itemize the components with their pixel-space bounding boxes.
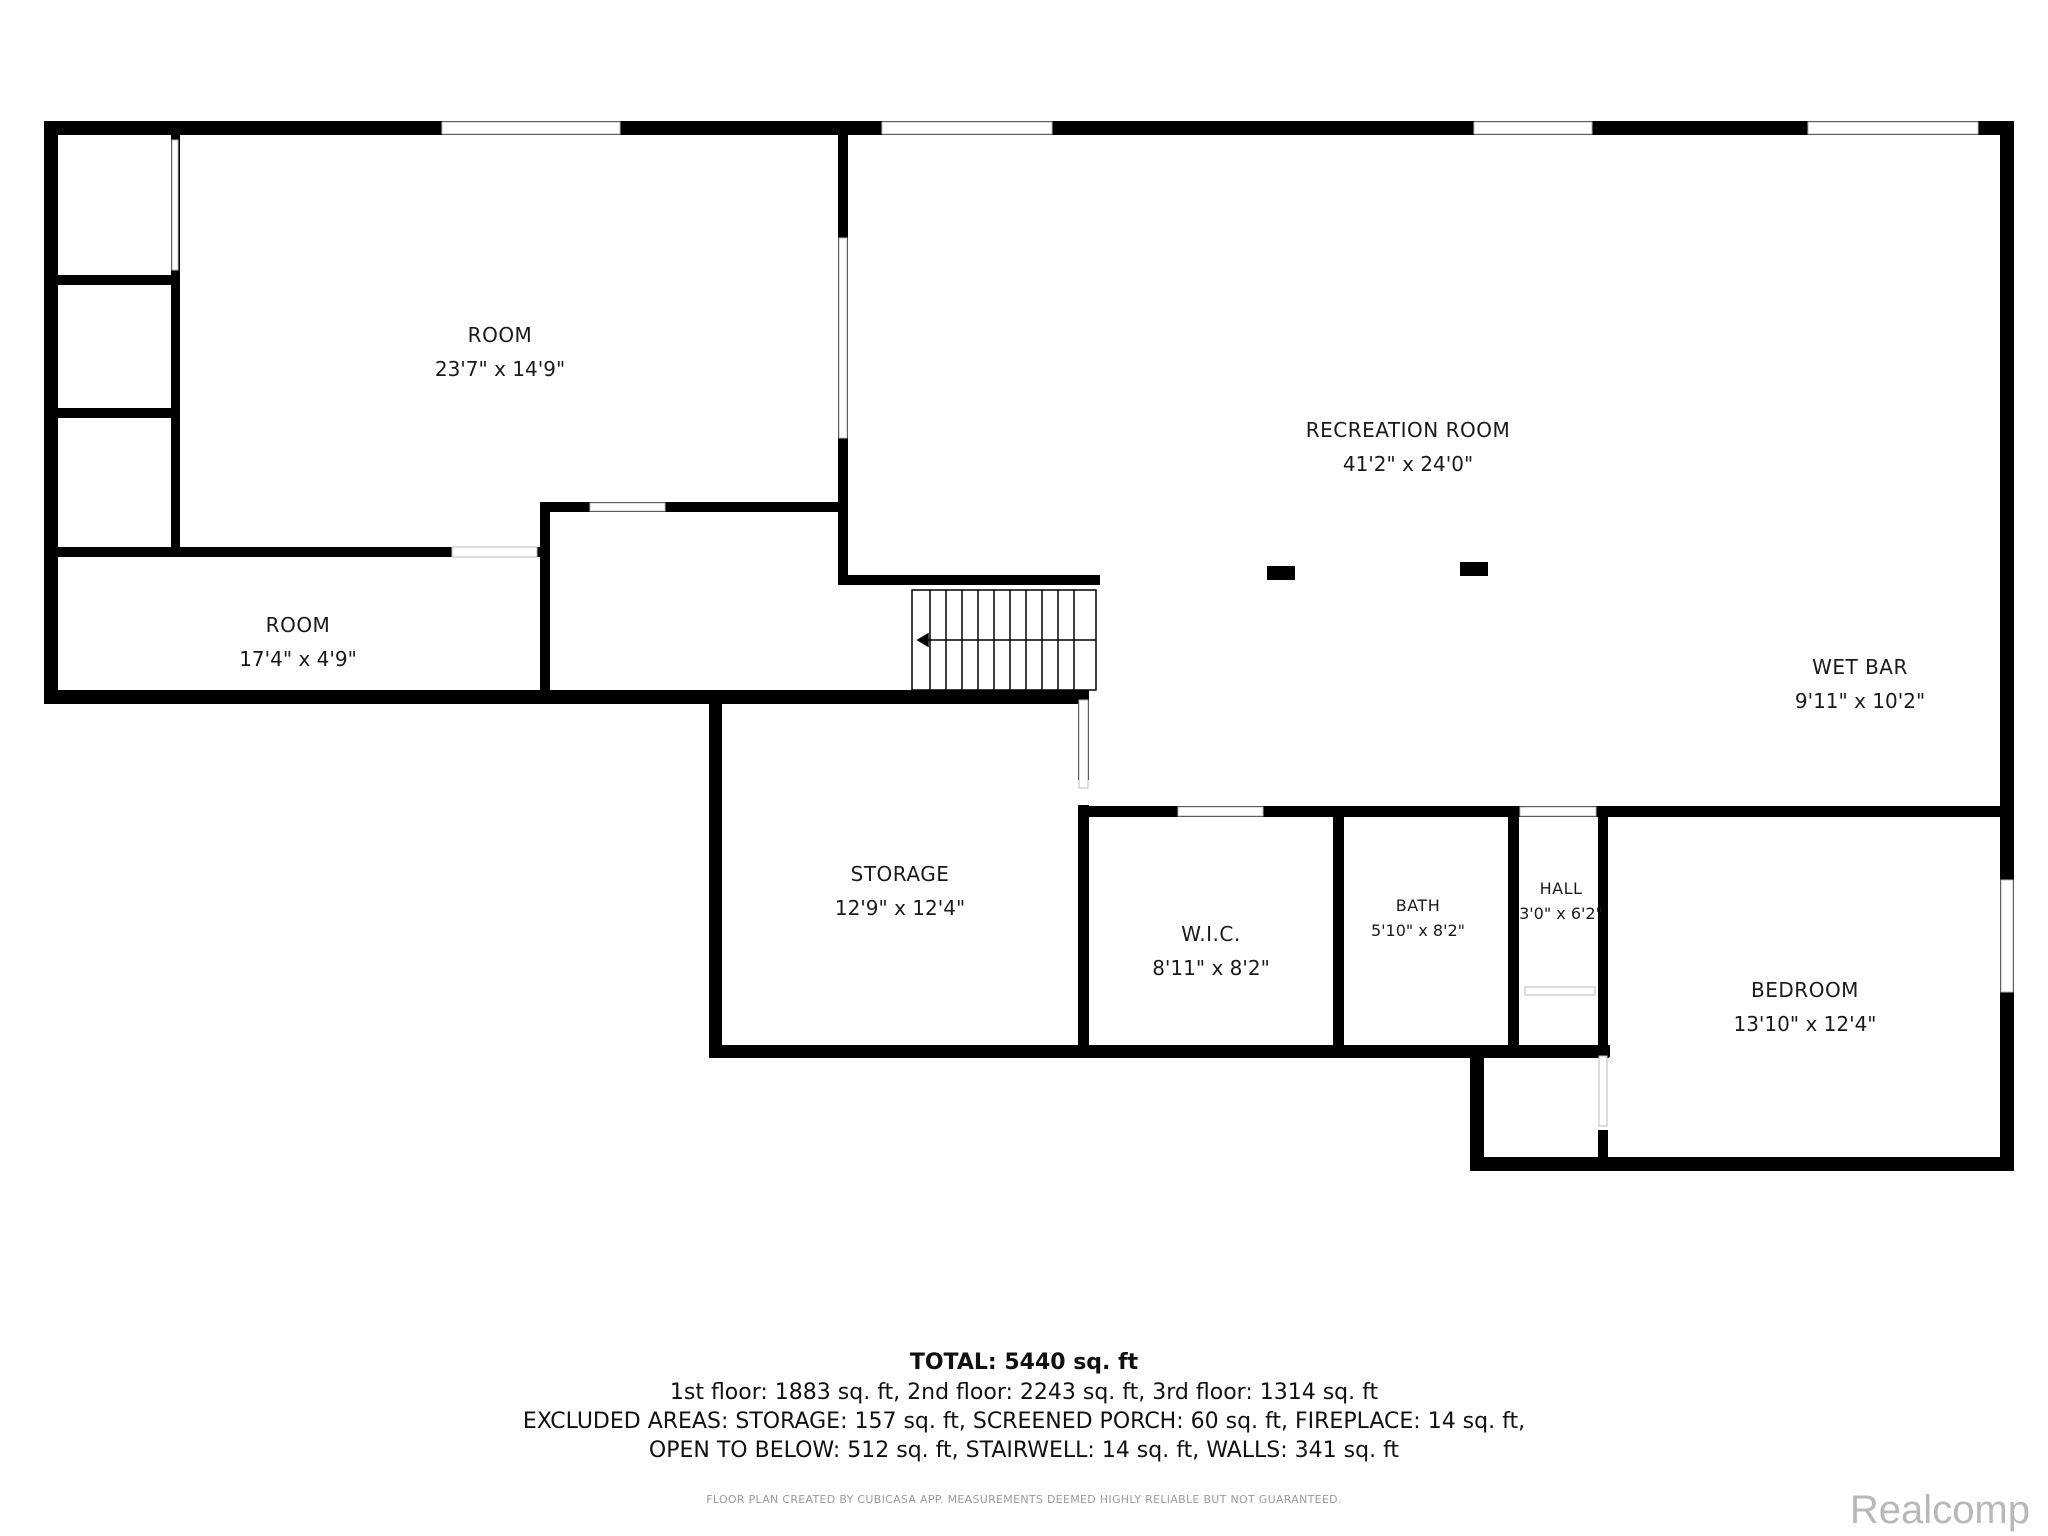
room-label-storage: STORAGE 12'9" x 12'4" xyxy=(835,862,965,920)
wall-right xyxy=(2000,121,2014,1171)
room-label-small: ROOM 17'4" x 4'9" xyxy=(239,613,357,671)
room-name: WET BAR xyxy=(1812,655,1908,679)
room-dimensions: 12'9" x 12'4" xyxy=(834,896,966,920)
door-opening xyxy=(1177,806,1264,817)
door-opening xyxy=(1078,699,1089,789)
room-name: BATH xyxy=(1395,896,1441,915)
room-dimensions: 13'10" x 12'4" xyxy=(1733,1012,1877,1036)
stairwell xyxy=(911,579,1097,691)
room-dimensions: 8'11" x 8'2" xyxy=(1152,956,1270,980)
door-opening xyxy=(1598,1055,1608,1127)
door-opening xyxy=(589,502,666,512)
window xyxy=(1807,121,1979,135)
room-dimensions: 3'0" x 6'2" xyxy=(1519,904,1603,923)
area-summary: TOTAL: 5440 sq. ft 1st floor: 1883 sq. f… xyxy=(0,1348,2048,1465)
wall-bottom-left xyxy=(44,690,1089,704)
window xyxy=(881,121,1053,135)
room-label-wetbar: WET BAR 9'11" x 10'2" xyxy=(1795,655,1925,713)
room-dimensions: 41'2" x 24'0" xyxy=(1342,452,1474,476)
room-name: RECREATION ROOM xyxy=(1305,418,1511,442)
room-name: W.I.C. xyxy=(1181,922,1241,946)
door-opening xyxy=(1524,986,1596,996)
column xyxy=(1460,562,1488,576)
room-dimensions: 9'11" x 10'2" xyxy=(1794,689,1926,713)
room-label-bath: BATH 5'10" x 8'2" xyxy=(1371,896,1465,940)
room-dimensions: 5'10" x 8'2" xyxy=(1370,921,1466,940)
window xyxy=(1473,121,1593,135)
room-name: ROOM xyxy=(265,613,331,637)
window xyxy=(441,121,621,135)
door-opening xyxy=(838,237,848,439)
room-label-wic: W.I.C. 8'11" x 8'2" xyxy=(1152,922,1270,980)
room-label-main: ROOM 23'7" x 14'9" xyxy=(435,323,565,381)
window xyxy=(2000,879,2014,993)
excluded-areas-continued: OPEN TO BELOW: 512 sq. ft, STAIRWELL: 14… xyxy=(648,1438,1400,1463)
door-opening xyxy=(1519,806,1597,817)
room-label-recreation: RECREATION ROOM 41'2" x 24'0" xyxy=(1306,418,1510,476)
openings xyxy=(171,121,2014,1127)
wall-left xyxy=(44,121,58,702)
brand-watermark: Realcomp xyxy=(1849,1488,2030,1532)
room-name: ROOM xyxy=(467,323,533,347)
room-label-bedroom: BEDROOM 13'10" x 12'4" xyxy=(1733,978,1876,1036)
excluded-areas: EXCLUDED AREAS: STORAGE: 157 sq. ft, SCR… xyxy=(522,1409,1526,1434)
total-area: TOTAL: 5440 sq. ft xyxy=(909,1350,1139,1375)
room-name: BEDROOM xyxy=(1751,978,1859,1002)
column xyxy=(1267,566,1295,580)
floor-areas: 1st floor: 1883 sq. ft, 2nd floor: 2243 … xyxy=(669,1380,1379,1405)
room-dimensions: 23'7" x 14'9" xyxy=(434,357,566,381)
room-label-hall: HALL 3'0" x 6'2" xyxy=(1519,879,1603,923)
floor-plan xyxy=(44,121,2014,1171)
door-opening xyxy=(451,546,538,558)
room-name: STORAGE xyxy=(850,862,950,886)
credit-note: FLOOR PLAN CREATED BY CUBICASA APP. MEAS… xyxy=(706,1493,1342,1506)
room-name: HALL xyxy=(1539,879,1583,898)
door-opening xyxy=(171,139,179,271)
room-dimensions: 17'4" x 4'9" xyxy=(239,647,357,671)
columns xyxy=(1267,562,1488,580)
